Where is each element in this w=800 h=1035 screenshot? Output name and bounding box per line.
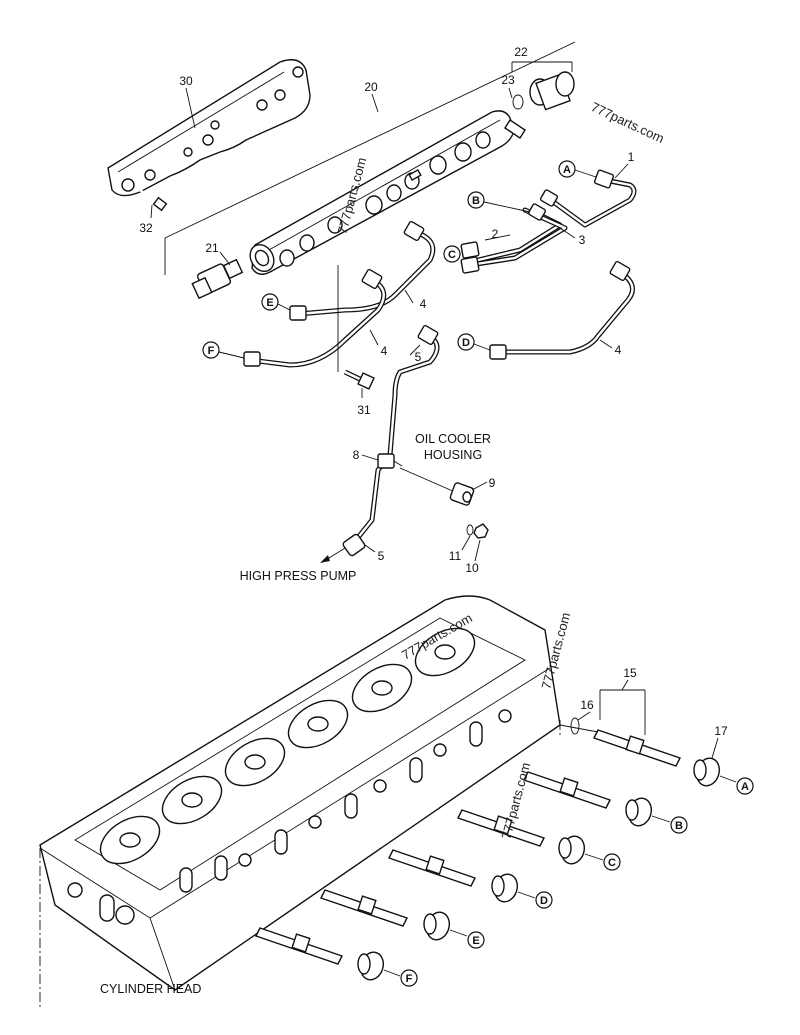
marker-f-bottom: F xyxy=(383,969,418,987)
fuel-line-4-mid xyxy=(295,229,436,317)
part-number-5-a: 5 xyxy=(415,350,422,364)
marker-e-bottom: E xyxy=(449,929,485,949)
connection-markers-top: A B C D E F xyxy=(202,160,597,359)
svg-text:C: C xyxy=(448,249,456,261)
part-number-4-c: 4 xyxy=(615,343,622,357)
svg-text:C: C xyxy=(608,857,616,869)
fuel-rail xyxy=(249,110,515,275)
part-number-1: 1 xyxy=(628,150,635,164)
marker-a-top: A xyxy=(558,160,597,178)
part-number-30: 30 xyxy=(179,74,193,88)
svg-text:E: E xyxy=(472,935,479,947)
part-number-16: 16 xyxy=(580,698,594,712)
part-number-4-b: 4 xyxy=(381,344,388,358)
injector-connector-f xyxy=(255,927,385,981)
watermark-2: 777parts.com xyxy=(589,99,667,146)
part-number-15: 15 xyxy=(623,666,637,680)
marker-f-top: F xyxy=(202,341,245,359)
marker-b-bottom: B xyxy=(651,815,688,834)
svg-text:A: A xyxy=(563,164,571,176)
injector-connectors xyxy=(255,717,721,981)
part-number-8: 8 xyxy=(353,448,360,462)
pressure-sensor xyxy=(191,258,244,300)
part-number-10: 10 xyxy=(465,561,479,575)
arrow-high-press-pump xyxy=(320,547,346,563)
part-number-9: 9 xyxy=(489,476,496,490)
relief-valve xyxy=(504,71,575,139)
bolt-31 xyxy=(343,369,375,390)
connection-markers-bottom: A B C D E F xyxy=(383,775,754,987)
part-number-2: 2 xyxy=(492,227,499,241)
injector-connector-b xyxy=(523,771,653,827)
marker-c-bottom: C xyxy=(584,853,621,871)
bolt-32 xyxy=(139,189,168,212)
part-number-5-b: 5 xyxy=(378,549,385,563)
line-nuts xyxy=(243,169,631,557)
fuel-line-5 xyxy=(349,332,440,548)
caption-high-press-pump: HIGH PRESS PUMP xyxy=(240,569,357,583)
injector-connector-e xyxy=(320,889,451,941)
fuel-line-3 xyxy=(467,207,568,268)
caption-oil-cooler-line1: OIL COOLER xyxy=(415,432,491,446)
part-number-31: 31 xyxy=(357,403,371,417)
svg-text:F: F xyxy=(208,345,215,357)
svg-text:D: D xyxy=(540,895,548,907)
part-number-21: 21 xyxy=(205,241,219,255)
fuel-line-1 xyxy=(545,177,637,228)
marker-a-bottom: A xyxy=(719,775,754,795)
fuel-line-4-top xyxy=(497,269,635,355)
part-number-3: 3 xyxy=(579,233,586,247)
side-ports xyxy=(67,709,512,925)
fuel-lines xyxy=(243,169,637,557)
reference-frame xyxy=(164,41,576,275)
part-numbers-bottom: 15 16 17 xyxy=(580,666,728,738)
svg-text:F: F xyxy=(406,973,413,985)
leader-lines-top xyxy=(150,61,629,562)
marker-c-top: C xyxy=(443,245,461,263)
tee-fitting xyxy=(377,453,395,469)
fuel-line-4-low xyxy=(247,277,387,368)
part-number-17: 17 xyxy=(714,724,728,738)
injector-connector-c xyxy=(457,809,586,865)
caption-oil-cooler-line2: HOUSING xyxy=(424,448,482,462)
marker-d-top: D xyxy=(457,333,491,351)
svg-text:B: B xyxy=(675,820,683,832)
marker-b-top: B xyxy=(467,191,531,213)
cylinder-bosses xyxy=(99,627,476,865)
svg-text:A: A xyxy=(741,781,749,793)
captions-top: OIL COOLER HOUSING HIGH PRESS PUMP xyxy=(240,432,491,583)
leader-lines-bottom xyxy=(559,679,719,759)
part-numbers-top: 30 20 22 23 1 2 3 21 32 4 4 4 5 31 8 9 1… xyxy=(139,45,634,575)
o-ring-16 xyxy=(570,717,580,735)
svg-text:B: B xyxy=(472,195,480,207)
part-number-11: 11 xyxy=(449,549,462,563)
watermark-4: 777parts.com xyxy=(498,761,533,841)
svg-text:E: E xyxy=(266,297,273,309)
injector-connector-d xyxy=(388,849,519,903)
part-number-4-a: 4 xyxy=(420,297,427,311)
part-number-20: 20 xyxy=(364,80,378,94)
marker-d-bottom: D xyxy=(517,891,553,909)
marker-e-top: E xyxy=(261,293,291,311)
oil-cooler-fittings xyxy=(399,467,489,539)
mounting-bracket xyxy=(107,59,311,197)
cylinder-head xyxy=(39,595,561,1010)
caption-cylinder-head: CYLINDER HEAD xyxy=(100,982,201,996)
part-number-23: 23 xyxy=(501,73,515,87)
part-number-22: 22 xyxy=(514,45,528,59)
part-number-32: 32 xyxy=(139,221,153,235)
svg-text:D: D xyxy=(462,337,470,349)
injector-connector-a xyxy=(593,729,721,787)
